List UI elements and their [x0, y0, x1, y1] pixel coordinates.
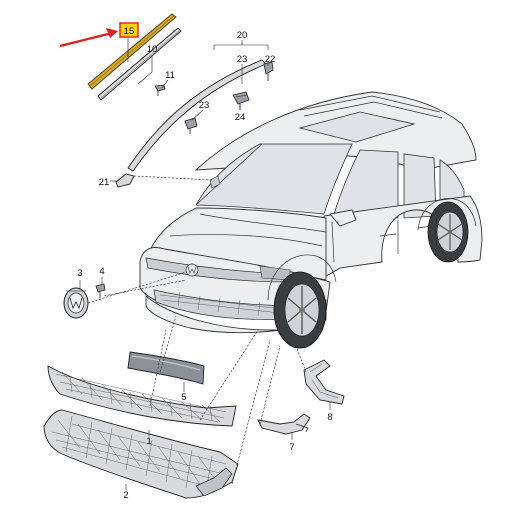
callout-1: 1 [146, 436, 151, 447]
callout-8: 8 [327, 412, 332, 423]
callout-7: 7 [289, 442, 294, 453]
bracket-part-7[interactable] [257, 413, 311, 435]
callout-3: 3 [77, 268, 82, 279]
end-cap-part-21[interactable] [115, 173, 135, 188]
callout-2: 2 [123, 490, 128, 501]
callout-5: 5 [181, 392, 186, 403]
trim-panel-part-5[interactable] [127, 351, 205, 385]
trim-strip-part-10[interactable] [97, 27, 182, 101]
callout-10: 10 [147, 44, 158, 55]
clip-part-23-lower[interactable] [184, 117, 198, 134]
callout-15: 15 [124, 26, 135, 37]
leader-lines [79, 38, 331, 490]
front-emblem-part-3[interactable] [63, 287, 89, 319]
callout-24: 24 [235, 112, 246, 123]
clip-part-24[interactable] [232, 91, 250, 110]
highlight-box-15 [119, 22, 139, 38]
screw-part-4[interactable] [95, 283, 106, 298]
upper-grille-part-1[interactable] [47, 365, 237, 427]
vehicle-illustration [139, 91, 483, 349]
roof-trim-strip-part-15[interactable] [87, 13, 177, 90]
callout-labels: 15 10 11 20 23 22 24 23 21 3 4 5 1 2 7 8 [77, 26, 332, 501]
callout-21: 21 [99, 177, 110, 188]
bracket-part-8[interactable] [303, 359, 345, 405]
clip-part-11[interactable] [154, 84, 166, 96]
callout-4: 4 [99, 266, 104, 277]
lower-grille-part-2[interactable] [43, 409, 239, 499]
callout-23-lower: 23 [199, 100, 210, 111]
callout-23-top: 23 [237, 54, 248, 65]
pointer-arrow [59, 28, 118, 48]
callout-22: 22 [265, 54, 276, 65]
callout-20: 20 [237, 30, 248, 41]
clip-part-22[interactable] [263, 61, 274, 81]
callout-11: 11 [165, 70, 175, 81]
